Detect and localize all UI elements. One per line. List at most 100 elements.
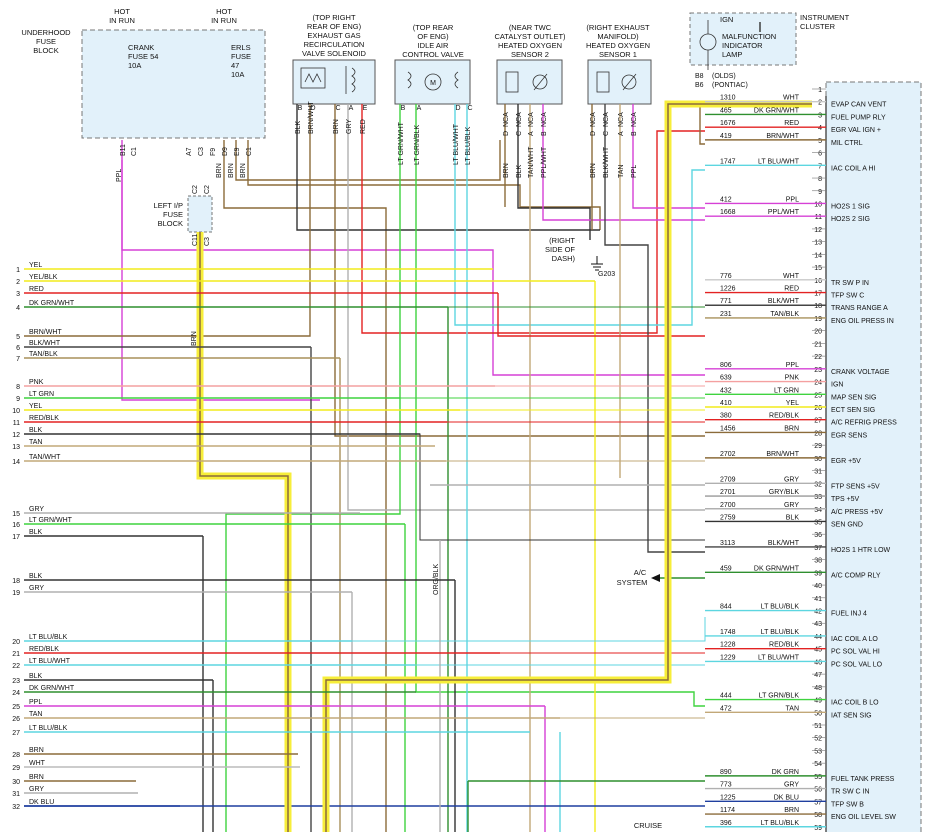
wire-path bbox=[223, 140, 387, 832]
wire-path bbox=[160, 104, 311, 337]
pcm-pin-name: CRANK VOLTAGE bbox=[831, 369, 890, 376]
o2s1-pin: D bbox=[590, 131, 597, 136]
highlight-core bbox=[325, 103, 812, 832]
fuse2-label: FUSE bbox=[231, 52, 251, 61]
pcm-circuit-number: 396 bbox=[720, 820, 732, 827]
pcm-pin-name: TFP SW B bbox=[831, 801, 864, 808]
fuse-block-pin: C1 bbox=[246, 147, 253, 156]
left-wire-row: 4DK GRN/WHT bbox=[16, 300, 448, 312]
o2s2-nca: NCA bbox=[516, 112, 523, 127]
pcm-pin-number: 20 bbox=[814, 329, 822, 336]
pcm-pin-name: EGR VAL IGN + bbox=[831, 127, 881, 134]
o2s2-wire: PPL/WHT bbox=[541, 146, 548, 178]
pcm-circuit-number: 2759 bbox=[720, 514, 736, 521]
ip-fuse-title: LEFT I/P bbox=[154, 201, 183, 210]
pcm-wire-color: DK GRN/WHT bbox=[754, 107, 800, 114]
arrow-icon bbox=[651, 574, 660, 582]
pcm-pin-number: 41 bbox=[814, 596, 822, 603]
o2s2-pin: B bbox=[541, 131, 548, 136]
left-wire-number: 9 bbox=[16, 396, 20, 403]
iac-title: CONTROL VALVE bbox=[402, 50, 464, 59]
pcm-pin-number: 57 bbox=[814, 799, 822, 806]
left-wire-color: TAN bbox=[29, 711, 42, 718]
pcm-pin-number: 40 bbox=[814, 583, 822, 590]
o2s1-wire: TAN bbox=[618, 165, 625, 178]
pcm-wire-color: LT BLU/BLK bbox=[761, 604, 800, 611]
left-wire-number: 16 bbox=[12, 522, 20, 529]
o2s2-pin: A bbox=[528, 131, 535, 136]
egr-pin: E bbox=[363, 105, 368, 112]
cluster-title: CLUSTER bbox=[800, 22, 836, 31]
pcm-circuit-number: 1747 bbox=[720, 158, 736, 165]
ground-id: G203 bbox=[598, 271, 615, 278]
pcm-pin-number: 13 bbox=[814, 240, 822, 247]
wire-path bbox=[352, 617, 706, 642]
left-wire-color: LT BLU/WHT bbox=[29, 658, 71, 665]
pcm-wire-color: GRY bbox=[784, 476, 799, 483]
pcm-pin-number: 34 bbox=[814, 507, 822, 514]
pcm-wire-color: BRN bbox=[784, 425, 799, 432]
pcm-wire-color: LT GRN/BLK bbox=[759, 693, 800, 700]
wire-path bbox=[235, 140, 501, 181]
fuse2-header: IN RUN bbox=[211, 16, 237, 25]
fuse1-header: HOT bbox=[114, 7, 130, 16]
pcm-pin-number: 4 bbox=[818, 125, 822, 132]
wire-path bbox=[497, 293, 705, 337]
ip-fuse-wire: BRN bbox=[191, 331, 198, 346]
pcm-pin-number: 23 bbox=[814, 367, 822, 374]
pcm-circuit-number: 1174 bbox=[720, 807, 735, 814]
left-wire-number: 13 bbox=[12, 444, 20, 451]
pcm-pin-name: IAC COIL B LO bbox=[831, 700, 879, 707]
lamp-icon bbox=[699, 20, 717, 70]
egr-solenoid-body bbox=[292, 59, 376, 105]
left-wire-number: 4 bbox=[16, 305, 20, 312]
left-wire-number: 5 bbox=[16, 334, 20, 341]
o2s2-title: (NEAR TWC bbox=[509, 23, 552, 32]
pcm-circuit-number: 773 bbox=[720, 782, 732, 789]
pcm-circuit-number: 231 bbox=[720, 311, 732, 318]
o2s2-nca: NCA bbox=[541, 112, 548, 127]
o2s2-wire: BLK bbox=[516, 164, 523, 178]
pcm-wire-color: LT BLU/WHT bbox=[758, 158, 800, 165]
o2s1-pin: C bbox=[603, 131, 610, 136]
cluster-title: INSTRUMENT bbox=[800, 13, 850, 22]
fuse1-label: FUSE 54 bbox=[128, 52, 158, 61]
pcm-wire-color: RED/BLK bbox=[769, 642, 799, 649]
pcm-pin-name: SEN GND bbox=[831, 521, 863, 528]
pcm-pin-name: TR SW C IN bbox=[831, 789, 870, 796]
left-wire-number: 10 bbox=[12, 408, 20, 415]
pcm-pin-number: 6 bbox=[818, 151, 822, 158]
fuse-block-pin: E9 bbox=[234, 147, 241, 156]
fuse1-header: IN RUN bbox=[109, 16, 135, 25]
iac-wire: LT GRN/WHT bbox=[398, 121, 405, 165]
iac-pin: D bbox=[455, 105, 460, 112]
wire-path bbox=[296, 104, 600, 231]
brn-highlight bbox=[196, 100, 812, 832]
fuse2-header: HOT bbox=[216, 7, 232, 16]
wire-path bbox=[121, 160, 705, 376]
o2s1-title: (RIGHT EXHAUST bbox=[586, 23, 650, 32]
pcm-wire-color: YEL bbox=[786, 400, 799, 407]
pcm-pin-number: 51 bbox=[814, 723, 822, 730]
cruise-label: CRUISE bbox=[634, 821, 662, 830]
o2-sensor1-body bbox=[587, 59, 652, 105]
pcm-circuit-number: 771 bbox=[720, 298, 732, 305]
pcm-pin-row: 12 bbox=[812, 227, 826, 234]
ip-fuse-block bbox=[187, 195, 213, 233]
wire-path bbox=[334, 104, 705, 437]
wire-path bbox=[632, 104, 705, 209]
pcm-pin-number: 17 bbox=[814, 291, 822, 298]
fuse2-label: 10A bbox=[231, 70, 244, 79]
pcm-pin-name: ENG OIL PRESS IN bbox=[831, 318, 894, 325]
